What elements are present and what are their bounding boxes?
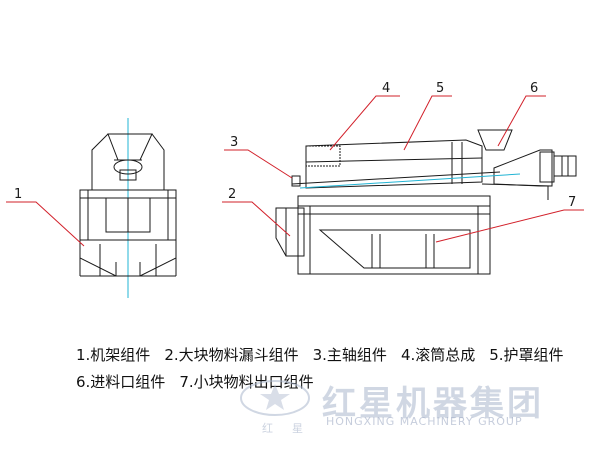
leader-3 bbox=[224, 149, 293, 179]
legend-item: 1.机架组件 bbox=[76, 346, 151, 364]
callout-4: 4 bbox=[382, 81, 390, 96]
legend-item: 6.进料口组件 bbox=[76, 373, 166, 391]
leader-4 bbox=[329, 95, 400, 151]
leader-2 bbox=[222, 201, 291, 237]
side-view-feed-funnel bbox=[107, 133, 153, 161]
leader-5 bbox=[403, 95, 452, 151]
leader-6 bbox=[497, 95, 546, 147]
main-shaft bbox=[291, 171, 501, 185]
callout-5: 5 bbox=[436, 81, 444, 96]
callout-6: 6 bbox=[530, 81, 538, 96]
watermark-small-left: 红 bbox=[262, 422, 273, 435]
legend-line-2: 6.进料口组件 7.小块物料出口组件 bbox=[76, 371, 328, 392]
leader-1 bbox=[6, 201, 85, 247]
legend-item: 5.护罩组件 bbox=[489, 346, 564, 364]
front-view-frame bbox=[297, 195, 491, 275]
small-material-outlet bbox=[318, 229, 471, 269]
watermark-small-right: 星 bbox=[292, 422, 303, 435]
legend-item: 2.大块物料漏斗组件 bbox=[164, 346, 299, 364]
callout-7: 7 bbox=[568, 195, 576, 210]
leader-7 bbox=[435, 209, 584, 243]
watermark-brand: 红星机器集团 bbox=[322, 384, 544, 424]
drum-screen bbox=[305, 145, 341, 167]
legend-item: 4.滚筒总成 bbox=[400, 346, 476, 364]
callout-1: 1 bbox=[14, 187, 22, 202]
front-view-center-line bbox=[299, 173, 521, 189]
drive-unit bbox=[493, 149, 553, 187]
watermark-logo-icon bbox=[240, 380, 310, 416]
callout-2: 2 bbox=[228, 187, 236, 202]
side-view bbox=[79, 118, 177, 298]
legend-item: 3.主轴组件 bbox=[312, 346, 387, 364]
large-material-chute bbox=[275, 207, 305, 257]
watermark-subtitle: HONGXING MACHINERY GROUP bbox=[326, 415, 523, 428]
front-view bbox=[275, 129, 577, 275]
legend-line-1: 1.机架组件 2.大块物料漏斗组件 3.主轴组件 4.滚筒总成 5.护罩组件 bbox=[76, 344, 578, 365]
callout-3: 3 bbox=[230, 135, 238, 150]
drum-assembly bbox=[305, 139, 483, 189]
feed-inlet bbox=[477, 129, 513, 151]
legend-item: 7.小块物料出口组件 bbox=[179, 373, 314, 391]
leader-lines bbox=[6, 95, 584, 247]
